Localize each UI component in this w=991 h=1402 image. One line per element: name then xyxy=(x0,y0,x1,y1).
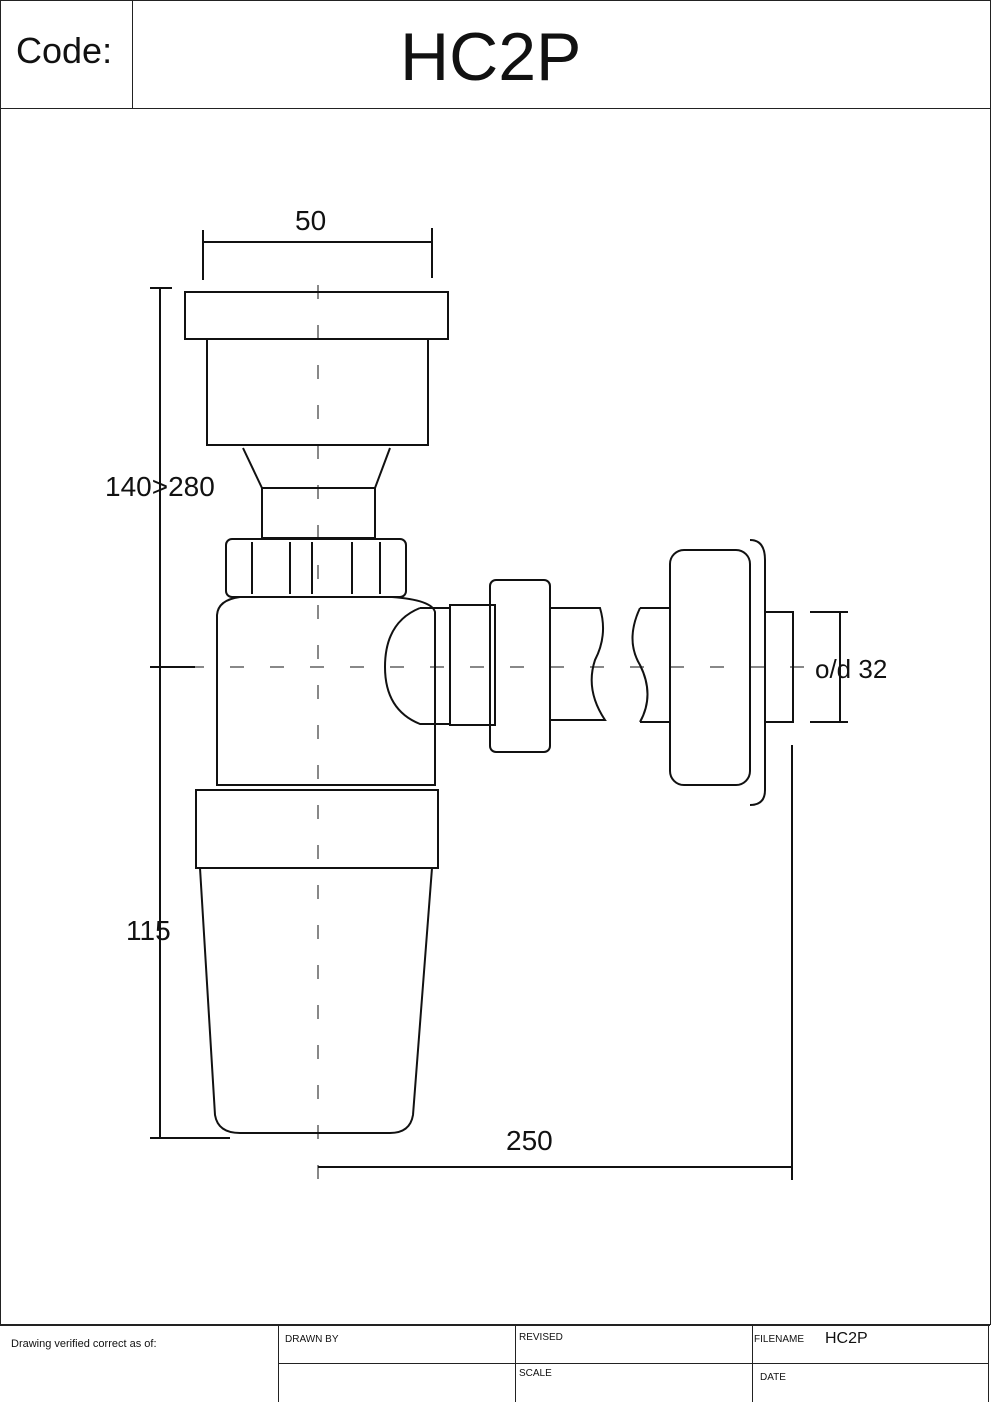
filename-value: HC2P xyxy=(825,1330,868,1347)
trap-band xyxy=(195,789,439,869)
dim-height-range: 140>280 xyxy=(105,471,215,502)
dim-lower-height: 115 xyxy=(126,915,171,946)
title-header: Code: HC2P xyxy=(0,0,990,109)
dim-outlet-diameter: o/d 32 xyxy=(815,654,887,684)
trap-bowl xyxy=(199,867,433,1134)
code-value: HC2P xyxy=(400,19,582,95)
trap-taper xyxy=(242,447,391,489)
wall-spigot xyxy=(764,611,794,723)
title-block: Drawing verified correct as of: DRAWN BY… xyxy=(0,1324,990,1402)
bottle-trap xyxy=(184,291,794,1134)
outlet-nut xyxy=(489,579,551,753)
pipe-break xyxy=(631,607,649,723)
outlet-pipe xyxy=(550,607,607,721)
center-lines xyxy=(150,285,810,1185)
dim-horizontal-length: 250 xyxy=(506,1125,553,1156)
wall-fitting-body xyxy=(669,549,751,786)
technical-drawing: 50 140>280 115 250 o/d 32 xyxy=(105,205,887,1185)
trap-upper-pipe xyxy=(206,339,429,446)
trap-flange xyxy=(184,291,449,340)
trap-body xyxy=(216,596,436,786)
code-label: Code: xyxy=(16,30,113,71)
code-cell: Code: xyxy=(0,0,133,108)
outlet-collar xyxy=(449,604,496,726)
scale-label: SCALE xyxy=(519,1368,552,1379)
drawn-by-label: DRAWN BY xyxy=(285,1334,339,1345)
wall-flange xyxy=(749,539,766,806)
verified-label: Drawing verified correct as of: xyxy=(11,1338,157,1350)
dim-top-width: 50 xyxy=(295,205,326,236)
revised-label: REVISED xyxy=(519,1332,563,1343)
filename-label: FILENAME xyxy=(754,1334,805,1345)
date-label: DATE xyxy=(760,1372,786,1383)
dimension-lines xyxy=(150,228,848,1180)
trap-outlet-elbow xyxy=(383,607,451,725)
trap-nut xyxy=(225,538,407,598)
